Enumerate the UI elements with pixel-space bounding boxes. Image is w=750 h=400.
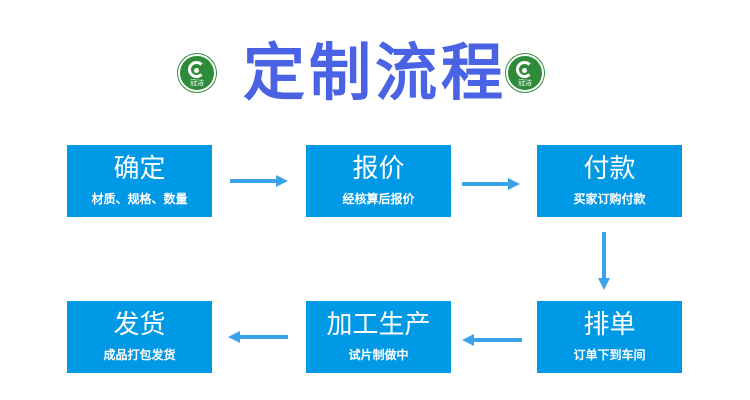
step-production-box: 加工生产 试片制做中: [306, 301, 451, 373]
arrow-left-icon: [462, 334, 522, 346]
step-title: 加工生产: [326, 310, 431, 340]
title-row: 冠洁 定制流程 冠洁: [0, 38, 750, 108]
arrow-right-icon: [462, 178, 520, 190]
logo-text: 冠洁: [190, 79, 204, 87]
arrow-right-icon: [230, 175, 288, 187]
step-subtitle: 成品打包发货: [103, 348, 176, 362]
step-title: 付款: [583, 154, 636, 184]
step-title: 确定: [113, 154, 166, 184]
step-title: 报价: [352, 154, 405, 184]
step-payment-box: 付款 买家订购付款: [537, 145, 682, 217]
logo-text: 冠洁: [518, 79, 532, 87]
step-quote-box: 报价 经核算后报价: [306, 145, 451, 217]
step-subtitle: 材质、规格、数量: [91, 192, 188, 206]
leaf-logo-icon: 冠洁: [506, 54, 544, 92]
arrow-down-icon: [598, 232, 610, 290]
leaf-logo-icon: 冠洁: [178, 54, 216, 92]
step-subtitle: 订单下到车间: [573, 348, 646, 362]
step-subtitle: 试片制做中: [348, 348, 409, 362]
step-subtitle: 经核算后报价: [342, 192, 415, 206]
step-confirm-box: 确定 材质、规格、数量: [67, 145, 212, 217]
arrow-left-icon: [228, 331, 288, 343]
step-subtitle: 买家订购付款: [573, 192, 646, 206]
step-title: 排单: [583, 310, 636, 340]
step-scheduling-box: 排单 订单下到车间: [537, 301, 682, 373]
page-title: 定制流程: [242, 36, 507, 109]
step-shipping-box: 发货 成品打包发货: [67, 301, 212, 373]
step-title: 发货: [113, 310, 166, 340]
